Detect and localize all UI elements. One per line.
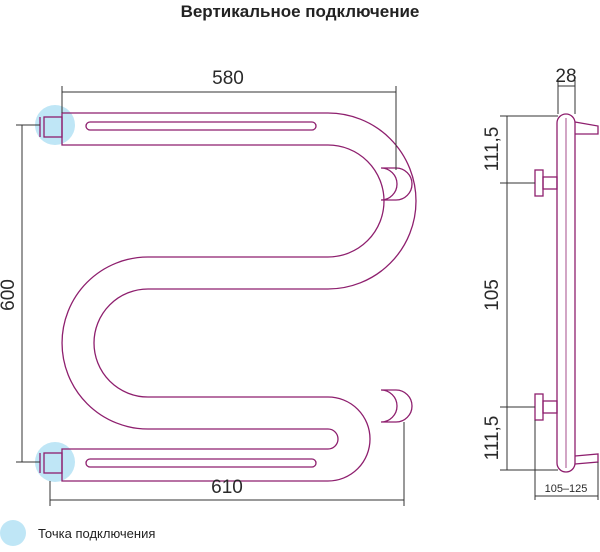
legend-label: Точка подключения bbox=[38, 525, 156, 541]
front-view bbox=[39, 112, 417, 482]
wall-bracket-top bbox=[380, 167, 413, 201]
dimension-wall-distance: 105–125 bbox=[545, 483, 588, 495]
side-dimension-lines bbox=[500, 80, 599, 500]
wall-bracket-bottom bbox=[380, 389, 413, 423]
side-pipe bbox=[556, 113, 576, 473]
connection-point-top bbox=[35, 105, 75, 145]
dimension-top-width: 580 bbox=[212, 68, 244, 89]
connection-point-bottom bbox=[35, 442, 75, 482]
pipe-slot-top bbox=[85, 121, 317, 131]
dimension-height: 600 bbox=[0, 279, 19, 311]
side-bracket-arm-top bbox=[542, 176, 558, 190]
side-fitting-bottom bbox=[574, 453, 599, 465]
side-bracket-arm-bottom bbox=[542, 400, 558, 414]
dimension-top-offset: 111,5 bbox=[482, 127, 503, 172]
front-dimension-lines bbox=[16, 86, 405, 506]
connection-point-legend-icon bbox=[0, 520, 26, 546]
fitting-bottom bbox=[43, 452, 63, 474]
side-fitting-top bbox=[574, 121, 599, 135]
diagram-title: Вертикальное подключение bbox=[180, 2, 420, 21]
dimension-bottom-width: 610 bbox=[211, 477, 243, 498]
dimension-middle: 105 bbox=[482, 279, 503, 311]
fitting-top bbox=[43, 116, 63, 138]
dimension-depth: 28 bbox=[555, 66, 576, 87]
pipe-outer-contour bbox=[61, 112, 417, 482]
dimension-bottom-offset: 111,5 bbox=[482, 416, 503, 461]
side-view bbox=[534, 113, 599, 473]
pipe-slot-bottom bbox=[85, 458, 317, 468]
side-bracket-top bbox=[534, 169, 544, 197]
legend: Точка подключения bbox=[0, 515, 155, 551]
side-bracket-bottom bbox=[534, 393, 544, 421]
